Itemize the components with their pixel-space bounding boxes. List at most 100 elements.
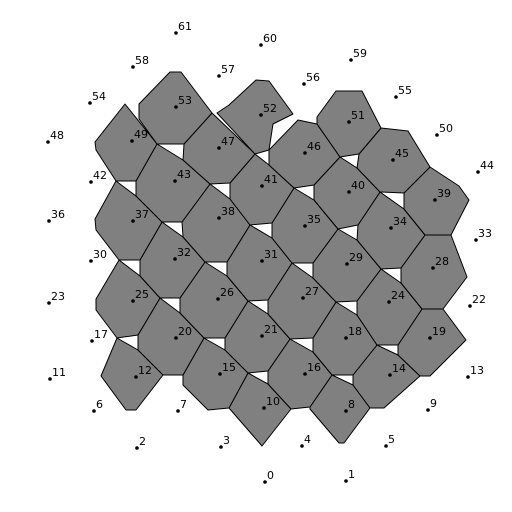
- site-23: 23: [47, 290, 65, 305]
- site-label-30: 30: [93, 248, 107, 261]
- site-59: 59: [349, 47, 367, 62]
- site-label-8: 8: [348, 398, 355, 411]
- site-point-36: [47, 219, 51, 223]
- site-27: 27: [301, 285, 319, 300]
- site-point-51: [347, 120, 351, 124]
- site-label-6: 6: [96, 398, 103, 411]
- voronoi-cell-34: [356, 191, 426, 270]
- site-point-10: [262, 406, 266, 410]
- site-point-16: [303, 372, 307, 376]
- site-label-10: 10: [266, 395, 280, 408]
- site-label-36: 36: [51, 208, 65, 221]
- site-20: 20: [174, 325, 192, 340]
- site-47: 47: [217, 135, 235, 150]
- site-18: 18: [344, 325, 362, 340]
- voronoi-cell-37: [94, 180, 163, 261]
- voronoi-cell-32: [139, 221, 206, 299]
- site-label-24: 24: [391, 289, 405, 302]
- voronoi-cell-43: [135, 143, 211, 223]
- site-35: 35: [303, 213, 321, 228]
- voronoi-cell-27: [267, 262, 337, 340]
- site-45: 45: [391, 147, 409, 162]
- site-14: 14: [388, 362, 406, 377]
- site-label-56: 56: [306, 71, 320, 84]
- site-60: 60: [259, 32, 277, 47]
- site-label-39: 39: [437, 187, 451, 200]
- site-label-44: 44: [480, 159, 494, 172]
- site-point-43: [173, 179, 177, 183]
- site-4: 4: [300, 433, 311, 448]
- site-46: 46: [303, 140, 321, 155]
- site-point-5: [384, 444, 388, 448]
- site-label-61: 61: [178, 20, 192, 33]
- site-53: 53: [174, 94, 192, 109]
- voronoi-cell-16: [267, 338, 333, 410]
- site-49: 49: [130, 128, 148, 143]
- site-label-14: 14: [392, 362, 406, 375]
- site-42: 42: [89, 169, 107, 184]
- site-39: 39: [433, 187, 451, 202]
- site-point-49: [130, 139, 134, 143]
- site-label-21: 21: [264, 323, 278, 336]
- site-label-54: 54: [92, 90, 106, 103]
- site-15: 15: [218, 361, 236, 376]
- site-point-40: [347, 190, 351, 194]
- site-50: 50: [435, 122, 453, 137]
- site-29: 29: [345, 251, 363, 266]
- site-0: 0: [263, 469, 274, 484]
- site-label-47: 47: [221, 135, 235, 148]
- site-label-51: 51: [351, 109, 365, 122]
- site-point-23: [47, 301, 51, 305]
- site-point-52: [259, 113, 263, 117]
- site-label-48: 48: [50, 129, 64, 142]
- site-34: 34: [389, 215, 407, 230]
- site-label-22: 22: [472, 293, 486, 306]
- voronoi-cell-52: [216, 79, 294, 155]
- site-label-9: 9: [430, 397, 437, 410]
- site-54: 54: [88, 90, 106, 105]
- site-point-6: [92, 409, 96, 413]
- site-point-35: [303, 224, 307, 228]
- site-label-23: 23: [51, 290, 65, 303]
- site-label-58: 58: [135, 54, 149, 67]
- site-point-47: [217, 146, 221, 150]
- site-point-1: [344, 479, 348, 483]
- voronoi-cell-20: [137, 297, 205, 376]
- site-1: 1: [344, 468, 355, 483]
- site-point-13: [466, 375, 470, 379]
- site-label-34: 34: [393, 215, 407, 228]
- site-point-2: [135, 446, 139, 450]
- site-label-15: 15: [222, 361, 236, 374]
- site-label-40: 40: [351, 179, 365, 192]
- site-point-20: [174, 336, 178, 340]
- site-point-15: [218, 372, 222, 376]
- site-label-55: 55: [398, 84, 412, 97]
- site-label-11: 11: [52, 366, 66, 379]
- site-point-34: [389, 226, 393, 230]
- site-label-0: 0: [267, 469, 274, 482]
- site-point-54: [88, 101, 92, 105]
- site-label-52: 52: [263, 102, 277, 115]
- site-label-20: 20: [178, 325, 192, 338]
- site-point-24: [387, 300, 391, 304]
- site-point-57: [217, 74, 221, 78]
- site-57: 57: [217, 63, 235, 78]
- site-point-44: [476, 170, 480, 174]
- site-point-29: [345, 262, 349, 266]
- site-58: 58: [131, 54, 149, 69]
- site-label-12: 12: [138, 364, 152, 377]
- site-point-42: [89, 180, 93, 184]
- site-37: 37: [131, 208, 149, 223]
- site-label-60: 60: [263, 32, 277, 45]
- site-label-49: 49: [134, 128, 148, 141]
- site-56: 56: [302, 71, 320, 86]
- site-label-33: 33: [478, 227, 492, 240]
- site-point-60: [259, 43, 263, 47]
- site-point-33: [474, 238, 478, 242]
- site-point-31: [260, 259, 264, 263]
- site-10: 10: [262, 395, 280, 410]
- site-28: 28: [431, 255, 449, 270]
- voronoi-cell-41: [229, 153, 295, 226]
